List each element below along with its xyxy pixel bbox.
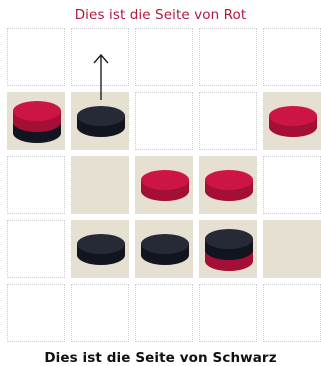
black-piece[interactable] [75, 233, 127, 267]
black-piece[interactable] [75, 105, 127, 139]
board-cell-r2-c5[interactable] [263, 92, 321, 150]
black-piece[interactable] [139, 233, 191, 267]
board-cell-r4-c2[interactable] [71, 220, 129, 278]
board-cell-r5-c1[interactable] [7, 284, 65, 342]
board-cell-r3-c5[interactable] [263, 156, 321, 214]
board-cell-r3-c2[interactable] [71, 156, 129, 214]
board-cell-r5-c2[interactable] [71, 284, 129, 342]
board-cell-r4-c5[interactable] [263, 220, 321, 278]
board-cell-r2-c3[interactable] [135, 92, 193, 150]
board-cell-r3-c3[interactable] [135, 156, 193, 214]
board-cell-r4-c1[interactable] [7, 220, 65, 278]
board-cell-r1-c5[interactable] [263, 28, 321, 86]
board-cell-r1-c2[interactable] [71, 28, 129, 86]
board-cell-r1-c4[interactable] [199, 28, 257, 86]
red-piece[interactable] [203, 169, 255, 203]
board-cell-r1-c3[interactable] [135, 28, 193, 86]
game-board [7, 28, 319, 340]
red-piece[interactable] [139, 169, 191, 203]
black-side-label: Dies ist die Seite von Schwarz [0, 350, 321, 366]
board-cell-r5-c5[interactable] [263, 284, 321, 342]
board-cell-r2-c4[interactable] [199, 92, 257, 150]
black-piece[interactable] [203, 228, 255, 262]
board-cell-r3-c4[interactable] [199, 156, 257, 214]
red-side-label: Dies ist die Seite von Rot [0, 7, 321, 23]
board-cell-r4-c3[interactable] [135, 220, 193, 278]
board-cell-r1-c1[interactable] [7, 28, 65, 86]
arrow-up-icon [91, 51, 111, 101]
red-piece[interactable] [267, 105, 319, 139]
board-cell-r5-c4[interactable] [199, 284, 257, 342]
board-cell-r2-c1[interactable] [7, 92, 65, 150]
board-cell-r5-c3[interactable] [135, 284, 193, 342]
board-cell-r4-c4[interactable] [199, 220, 257, 278]
red-piece[interactable] [11, 100, 63, 134]
board-cell-r3-c1[interactable] [7, 156, 65, 214]
